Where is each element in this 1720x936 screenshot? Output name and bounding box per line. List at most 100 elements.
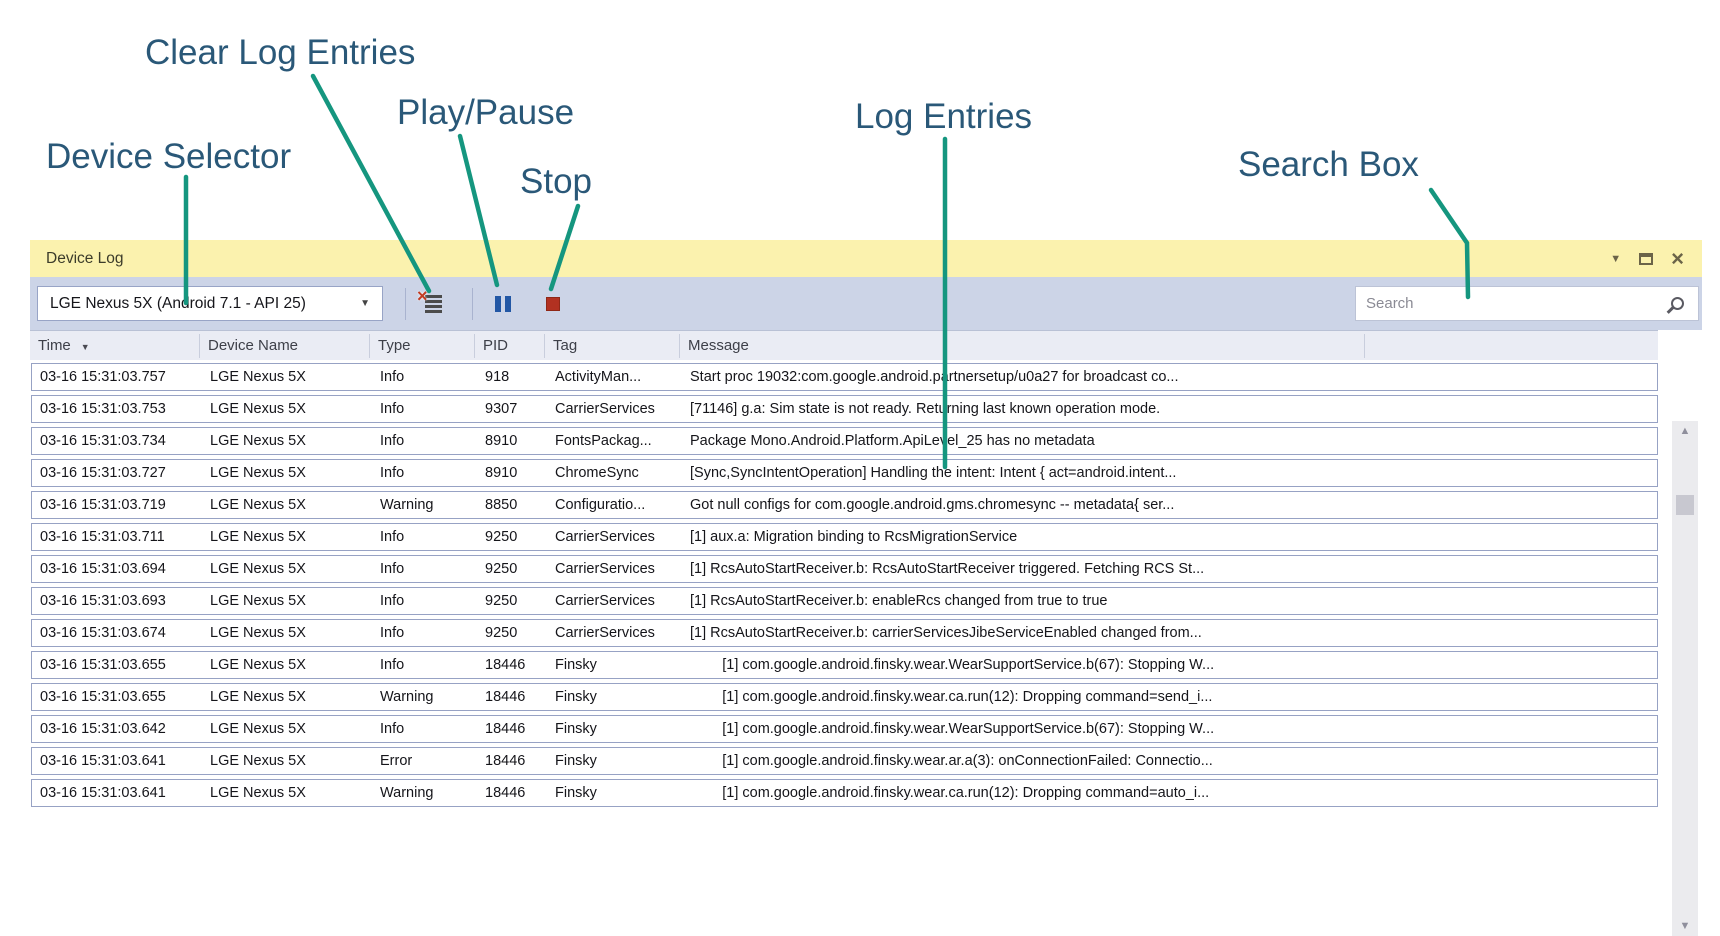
column-header-tag[interactable]: Tag	[545, 333, 680, 358]
cell-message: [1] com.google.android.finsky.wear.ca.ru…	[690, 689, 1213, 705]
cell-tag: Finsky	[555, 721, 597, 737]
cell-time: 03-16 15:31:03.694	[40, 561, 166, 577]
cell-time: 03-16 15:31:03.674	[40, 625, 166, 641]
window-position-menu-icon[interactable]: ▼	[1610, 252, 1622, 265]
cell-message: Package Mono.Android.Platform.ApiLevel_2…	[690, 433, 1095, 449]
cell-device: LGE Nexus 5X	[210, 657, 306, 673]
column-header-time[interactable]: Time▼	[30, 333, 200, 358]
cell-device: LGE Nexus 5X	[210, 497, 306, 513]
chevron-down-icon: ▼	[360, 298, 370, 309]
cell-device: LGE Nexus 5X	[210, 561, 306, 577]
scrollbar-thumb[interactable]	[1676, 495, 1694, 515]
cell-pid: 18446	[485, 721, 526, 737]
annotation-log-entries: Log Entries	[855, 97, 1033, 136]
maximize-glyph	[1639, 252, 1654, 265]
cell-tag: CarrierServices	[555, 593, 655, 609]
cell-type: Info	[380, 657, 405, 673]
search-icon[interactable]	[1671, 297, 1684, 310]
cell-pid: 8910	[485, 433, 518, 449]
cell-device: LGE Nexus 5X	[210, 785, 306, 801]
cell-type: Info	[380, 529, 405, 545]
clear-log-icon: ×	[417, 286, 442, 313]
cell-pid: 9307	[485, 401, 518, 417]
cell-message: [1] aux.a: Migration binding to RcsMigra…	[690, 529, 1018, 545]
cell-tag: Finsky	[555, 657, 597, 673]
cell-device: LGE Nexus 5X	[210, 529, 306, 545]
stop-icon	[546, 296, 560, 311]
cell-time: 03-16 15:31:03.641	[40, 785, 166, 801]
cell-type: Info	[380, 401, 405, 417]
cell-time: 03-16 15:31:03.753	[40, 401, 166, 417]
column-header-pid[interactable]: PID	[475, 333, 545, 358]
device-selector-dropdown[interactable]: LGE Nexus 5X (Android 7.1 - API 25) ▼	[37, 286, 383, 321]
device-selector-value: LGE Nexus 5X (Android 7.1 - API 25)	[50, 294, 306, 312]
maximize-icon[interactable]	[1639, 252, 1654, 265]
column-header-message[interactable]: Message	[680, 333, 1365, 358]
cell-time: 03-16 15:31:03.757	[40, 369, 166, 385]
cell-message: [1] RcsAutoStartReceiver.b: RcsAutoStart…	[690, 561, 1205, 577]
close-icon[interactable]: ×	[1671, 245, 1684, 271]
pause-icon	[495, 295, 511, 312]
stop-button[interactable]	[535, 287, 571, 321]
cell-message: [1] com.google.android.finsky.wear.ar.a(…	[690, 753, 1213, 769]
cell-message: [1] com.google.android.finsky.wear.ca.ru…	[690, 785, 1210, 801]
vertical-scrollbar[interactable]: ▲ ▼	[1672, 421, 1698, 936]
cell-tag: Finsky	[555, 785, 597, 801]
device-log-window: Device Log ▼ × LGE Nexus 5X (Android 7.1…	[30, 240, 1702, 936]
clear-log-icon-bars	[425, 294, 442, 313]
clear-log-entries-button[interactable]: ×	[414, 286, 450, 321]
scroll-up-icon[interactable]: ▲	[1679, 425, 1691, 437]
cell-device: LGE Nexus 5X	[210, 689, 306, 705]
play-pause-button[interactable]	[485, 287, 521, 321]
cell-message: [1] com.google.android.finsky.wear.WearS…	[690, 657, 1215, 673]
cell-type: Warning	[380, 497, 434, 513]
cell-tag: CarrierServices	[555, 529, 655, 545]
cell-time: 03-16 15:31:03.693	[40, 593, 166, 609]
column-header-device[interactable]: Device Name	[200, 333, 370, 358]
annotation-search-box: Search Box	[1238, 145, 1419, 184]
cell-tag: CarrierServices	[555, 625, 655, 641]
window-controls: ▼ ×	[1610, 240, 1684, 277]
cell-device: LGE Nexus 5X	[210, 433, 306, 449]
cell-tag: ActivityMan...	[555, 369, 642, 385]
toolbar-separator	[405, 287, 406, 320]
cell-message: [1] RcsAutoStartReceiver.b: carrierServi…	[690, 625, 1202, 641]
cell-tag: ChromeSync	[555, 465, 639, 481]
toolbar: LGE Nexus 5X (Android 7.1 - API 25) ▼ ×	[30, 277, 1702, 330]
cell-pid: 18446	[485, 753, 526, 769]
search-input[interactable]	[1356, 295, 1671, 312]
search-box	[1355, 286, 1699, 321]
cell-time: 03-16 15:31:03.655	[40, 689, 166, 705]
cell-type: Info	[380, 433, 405, 449]
cell-time: 03-16 15:31:03.727	[40, 465, 166, 481]
cell-type: Info	[380, 593, 405, 609]
scroll-down-icon[interactable]: ▼	[1679, 920, 1691, 932]
cell-time: 03-16 15:31:03.642	[40, 721, 166, 737]
cell-type: Info	[380, 561, 405, 577]
column-header-type[interactable]: Type	[370, 333, 475, 358]
cell-time: 03-16 15:31:03.711	[40, 529, 165, 545]
cell-pid: 9250	[485, 561, 518, 577]
cell-tag: CarrierServices	[555, 401, 655, 417]
cell-device: LGE Nexus 5X	[210, 465, 306, 481]
cell-message: Start proc 19032:com.google.android.part…	[690, 369, 1179, 385]
cell-time: 03-16 15:31:03.641	[40, 753, 166, 769]
cell-time: 03-16 15:31:03.719	[40, 497, 166, 513]
cell-tag: Finsky	[555, 689, 597, 705]
